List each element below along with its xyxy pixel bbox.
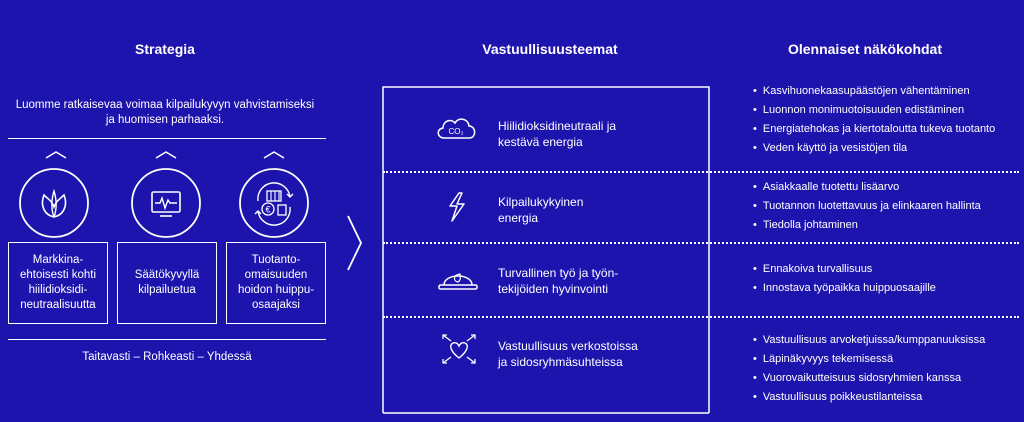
list-item: Asiakkaalle tuotettu lisäarvo — [753, 178, 1018, 197]
row-divider-1 — [383, 171, 1019, 173]
list-item: Tiedolla johtaminen — [753, 216, 1018, 235]
pillar2-chevron-icon — [155, 151, 177, 159]
strategy-intro: Luomme ratkaisevaa voimaa kilpailukyvyn … — [15, 99, 315, 126]
asset-euro-icon: € — [239, 168, 309, 238]
list-item: Vastuullisuus poikkeustilanteissa — [753, 388, 1018, 407]
list-item: Veden käyttö ja vesistöjen tila — [753, 139, 1018, 158]
pillar-box-2: Säätökyvyllä kilpailuetua — [117, 242, 217, 324]
pillar-box-3: Tuotanto-omaisuuden hoidon huippu-osaaja… — [226, 242, 326, 324]
leaf-icon — [19, 168, 89, 238]
pillar3-chevron-icon — [263, 151, 285, 159]
aspects-heading: Olennaiset näkökohdat — [787, 41, 943, 57]
list-item: Kasvihuonekaasupäästöjen vähentäminen — [753, 82, 1018, 101]
hard-hat-icon — [438, 273, 478, 290]
list-item: Luonnon monimuotoisuuden edistäminen — [753, 101, 1018, 120]
theme-3-label: Turvallinen työ ja työn-tekijöiden hyvin… — [498, 266, 619, 296]
strategy-divider-bottom — [8, 339, 326, 340]
aspects-list-3: Ennakoiva turvallisuus Innostava työpaik… — [753, 260, 1018, 298]
row-divider-2 — [383, 242, 1019, 244]
themes-heading: Vastuullisuusteemat — [482, 41, 618, 57]
list-item: Tuotannon luotettavuus ja elinkaaren hal… — [753, 197, 1018, 216]
strategy-values: Taitavasti – Rohkeasti – Yhdessä — [82, 351, 252, 363]
list-item: Innostava työpaikka huippuosaajille — [753, 279, 1018, 298]
strategy-heading: Strategia — [135, 41, 195, 57]
chevron-right-icon — [347, 215, 362, 271]
aspects-list-2: Asiakkaalle tuotettu lisäarvo Tuotannon … — [753, 178, 1018, 235]
aspects-list-4: Vastuullisuus arvoketjuissa/kumppanuuksi… — [753, 331, 1018, 407]
aspects-list-1: Kasvihuonekaasupäästöjen vähentäminen Lu… — [753, 82, 1018, 158]
list-item: Vuorovaikutteisuus sidosryhmien kanssa — [753, 369, 1018, 388]
strategy-divider-top — [8, 138, 326, 139]
svg-text:€: € — [265, 205, 270, 215]
list-item: Ennakoiva turvallisuus — [753, 260, 1018, 279]
pillar1-chevron-icon — [45, 151, 67, 159]
svg-text:CO₂: CO₂ — [448, 127, 463, 136]
network-heart-icon — [442, 334, 476, 364]
lightning-icon — [449, 192, 465, 222]
pillar-box-1: Markkina-ehtoisesti kohti hiilidioksidi-… — [8, 242, 108, 324]
row-divider-3 — [383, 316, 1019, 318]
list-item: Energiatehokas ja kiertotaloutta tukeva … — [753, 120, 1018, 139]
monitor-pulse-icon — [131, 168, 201, 238]
list-item: Läpinäkyvyys tekemisessä — [753, 350, 1018, 369]
co2-cloud-icon: CO₂ — [437, 118, 476, 139]
list-item: Vastuullisuus arvoketjuissa/kumppanuuksi… — [753, 331, 1018, 350]
